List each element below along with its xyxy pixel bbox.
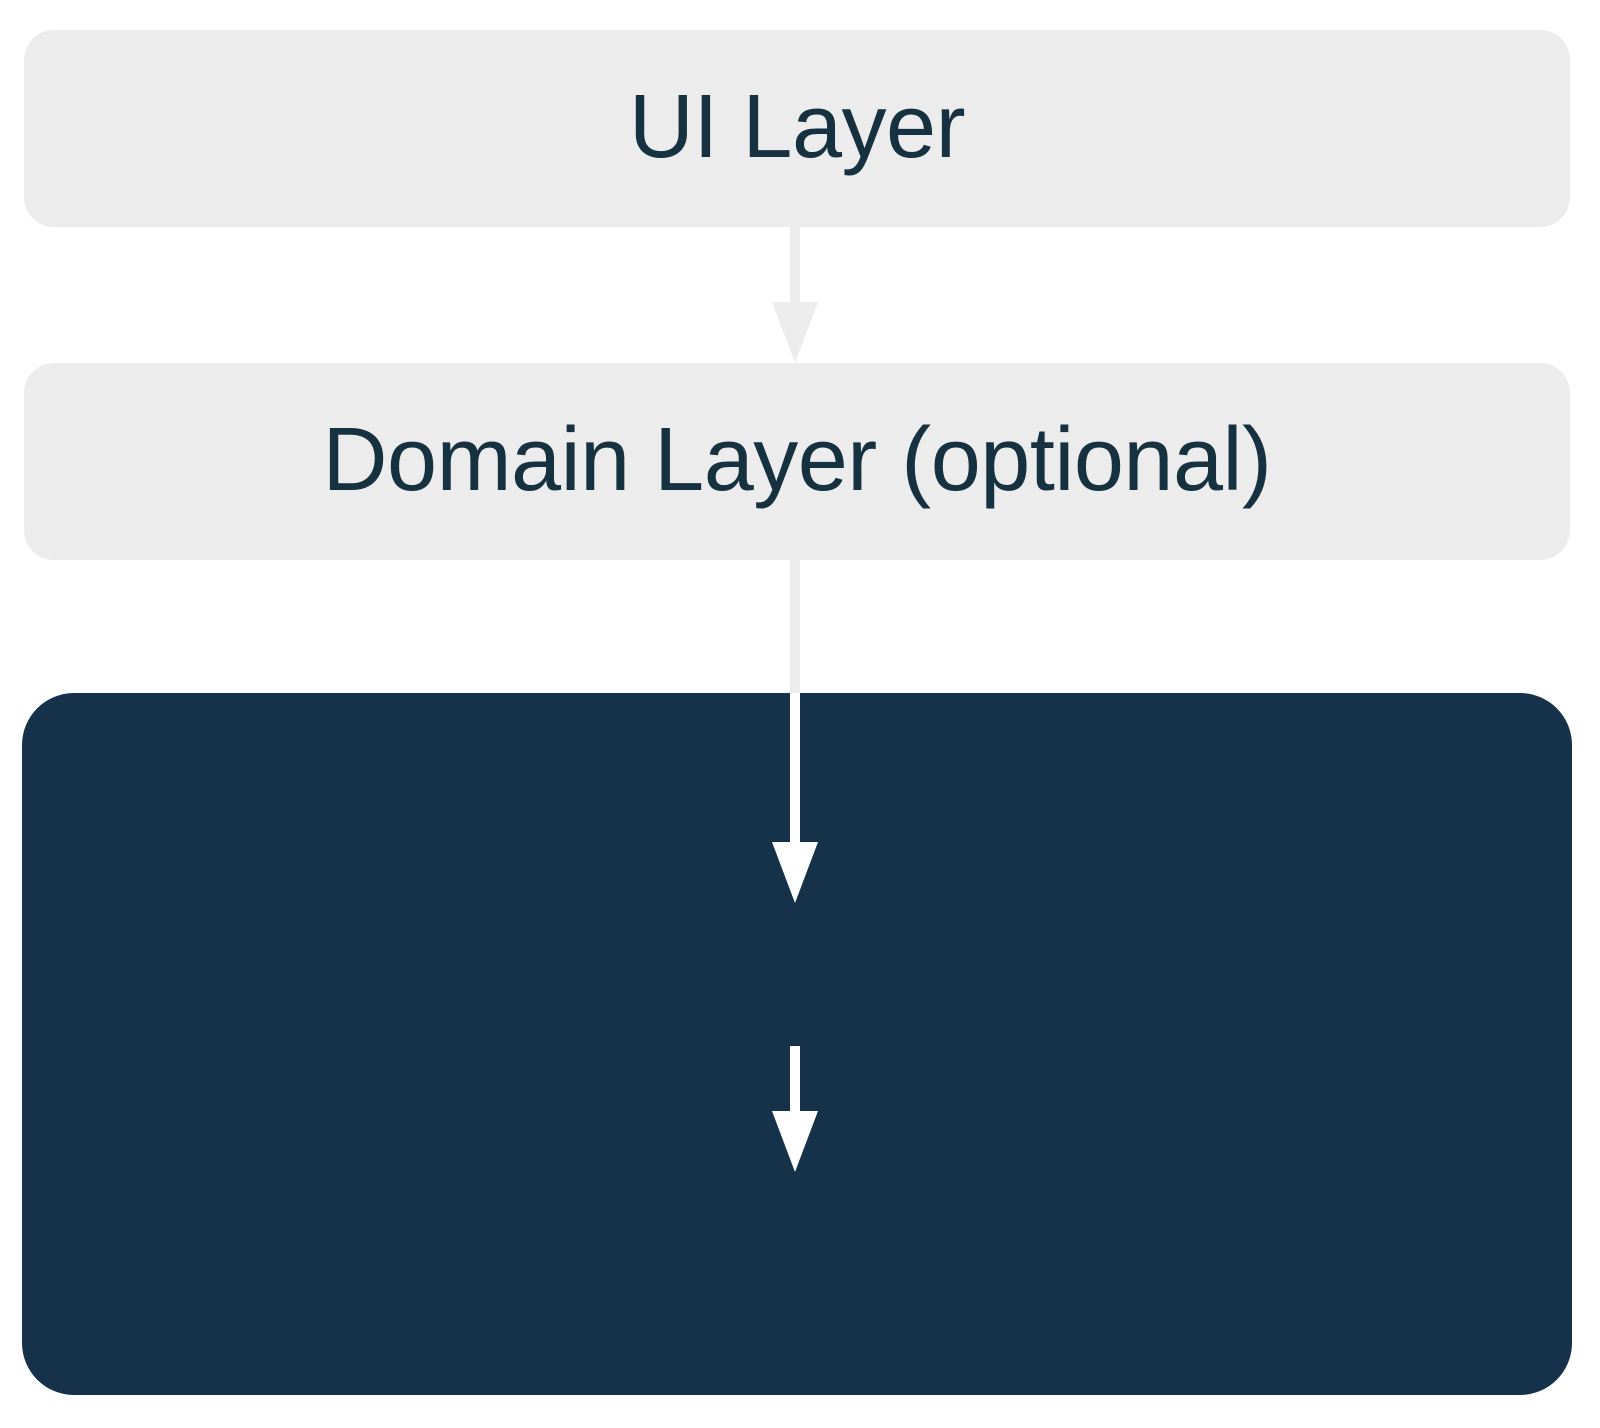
ui-layer-box: UI Layer	[24, 30, 1570, 227]
arrow-head	[772, 302, 818, 363]
ui-layer-label: UI Layer	[628, 76, 966, 177]
domain-layer-box: Domain Layer (optional)	[24, 363, 1570, 560]
data-layer-box: Data Layer Repositories Data Sources	[22, 693, 1572, 1395]
arrow-domain-to-repositories-upper-icon	[772, 560, 818, 693]
arrow-shaft	[790, 227, 800, 302]
domain-layer-label: Domain Layer (optional)	[322, 409, 1272, 510]
arrow-ui-to-domain-icon	[772, 227, 818, 363]
arrow-shaft	[790, 560, 800, 693]
